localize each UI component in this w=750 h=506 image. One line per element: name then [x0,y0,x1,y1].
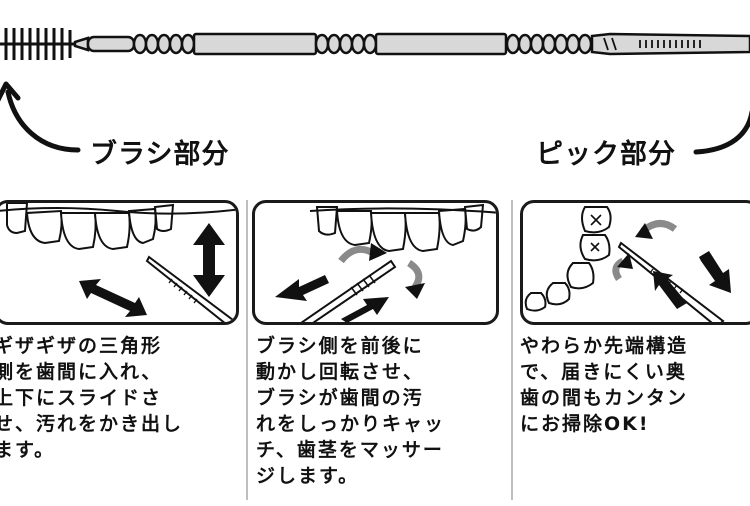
panel-pick-tip [520,200,750,325]
down-right-arrow [699,251,731,293]
gum-line [309,207,496,214]
caption-panel-2: ブラシ側を前後に 動かし回転させ、 ブラシが歯間の汚 れをしっかりキャッ チ、歯… [256,333,445,489]
caption-line: ます。 [0,439,56,461]
rotate-arrows [338,245,423,290]
brush-bristles [0,28,75,60]
caption-line: せ、汚れをかき出し [0,413,184,435]
back-arrow [341,297,389,322]
interdental-pick-illustration [0,28,750,155]
caption-line: ギザギザの三角形 [0,335,163,357]
brush-pointer-arrow [0,81,81,153]
panel-pick-usage-illustration [0,203,236,322]
diagonal-double-arrow [79,279,147,317]
caption-line: ジします。 [256,465,360,487]
caption-line: 動かし回転させ、 [256,361,425,383]
up-left-arrow [653,271,687,309]
pick-part-label: ピック部分 [536,139,676,170]
teeth-front [315,203,485,253]
pick-tip-ridges [603,37,701,51]
rotate-arrowheads [617,223,653,269]
pick-pointer-curve [693,110,750,155]
panel-pick-tip-illustration [524,206,731,322]
brush-part-label: ブラシ部分 [90,139,230,170]
caption-line: やわらか先端構造 [520,335,689,357]
caption-line: にお掃除OK! [520,413,650,435]
caption-panel-3: やわらか先端構造 で、届きにくい奥 歯の間もカンタン にお掃除OK! [520,333,688,437]
brush-tool [300,259,397,322]
molar-marks [590,214,602,252]
separator-1 [246,200,248,500]
caption-line: チ、歯茎をマッサー [256,439,444,461]
teeth-front [6,203,175,251]
pick-tool-ridges [168,278,198,304]
forward-arrow [275,275,329,301]
brush-bristles-small [350,274,376,296]
panel-pick-usage [0,200,239,325]
panel-brush-usage [252,200,499,325]
pick-handle [73,32,750,56]
pick-tool [145,255,236,322]
caption-line: 側を歯間に入れ、 [0,361,163,383]
caption-line: で、届きにくい奥 [520,361,687,383]
caption-line: ブラシ側を前後に [256,335,424,357]
gum-line [0,207,236,215]
caption-line: 歯の間もカンタン [520,387,689,409]
caption-line: 上下にスライドさ [0,387,163,409]
rotate-arrowheads [369,243,425,299]
molars [524,206,612,312]
up-down-arrow [193,223,225,297]
panel-brush-usage-illustration [275,203,496,322]
caption-panel-1: ギザギザの三角形 側を歯間に入れ、 上下にスライドさ せ、汚れをかき出し ます。 [0,333,183,463]
caption-line: ブラシが歯間の汚 [256,387,424,409]
caption-line: れをしっかりキャッ [256,413,446,435]
separator-2 [511,200,513,500]
